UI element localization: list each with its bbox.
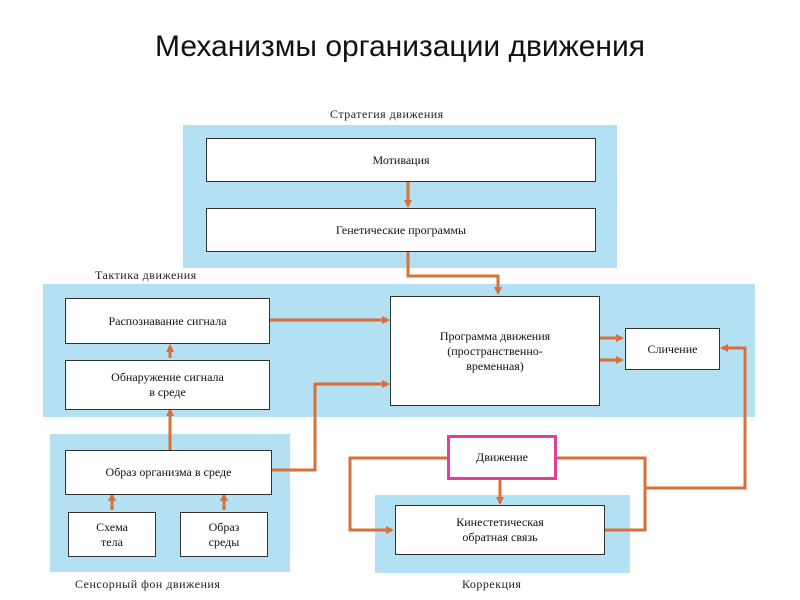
line-movement-to-feedback	[557, 456, 647, 488]
arrow-organism-to-program	[272, 380, 390, 472]
environment-image-box: Образ среды	[180, 512, 268, 557]
movement-box: Движение	[447, 435, 557, 480]
correction-zone-label: Коррекция	[462, 577, 522, 591]
motivation-box: Мотивация	[206, 138, 596, 182]
signal-recognition-box: Распознавание сигнала	[65, 298, 270, 344]
arrow-genetic-to-program	[406, 252, 502, 295]
kinesthetic-feedback-box: Кинестетическая обратная связь	[395, 505, 605, 555]
movement-program-box: Программа движения (пространственно- вре…	[390, 296, 600, 406]
genetic-programs-box: Генетические программы	[206, 208, 596, 252]
signal-detection-box: Обнаружение сигнала в среде	[65, 360, 270, 410]
arrow-movement-loop-to-kinesthetic	[348, 456, 447, 534]
body-scheme-box: Схема тела	[68, 512, 156, 557]
organism-image-box: Образ организма в среде	[65, 450, 272, 495]
strategy-zone-label: Стратегия движения	[330, 107, 444, 121]
page-title: Механизмы организации движения	[155, 30, 645, 63]
arrow-kinesthetic-to-comparison	[605, 344, 747, 532]
sensory-zone-label: Сенсорный фон движения	[75, 577, 221, 591]
tactics-zone-label: Тактика движения	[95, 268, 197, 282]
comparison-box: Сличение	[625, 328, 720, 370]
